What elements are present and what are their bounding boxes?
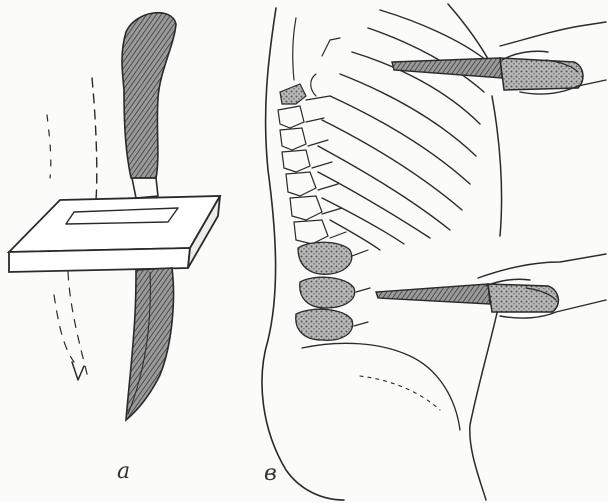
knife-handle (122, 13, 176, 178)
spine (278, 84, 370, 340)
knife-handle (500, 58, 583, 90)
panel-a-knife-diagram (9, 13, 220, 420)
panel-b-label: в (264, 463, 277, 485)
lower-knife (376, 254, 606, 318)
panel-a-label: a (117, 461, 130, 483)
rib-cage (311, 10, 486, 250)
board-top (9, 196, 220, 252)
front-contour (448, 4, 502, 500)
knife-bolster (132, 178, 158, 198)
knife-blade (126, 268, 174, 420)
panel-b-torso-diagram (262, 4, 606, 500)
knife-handle (488, 284, 558, 312)
